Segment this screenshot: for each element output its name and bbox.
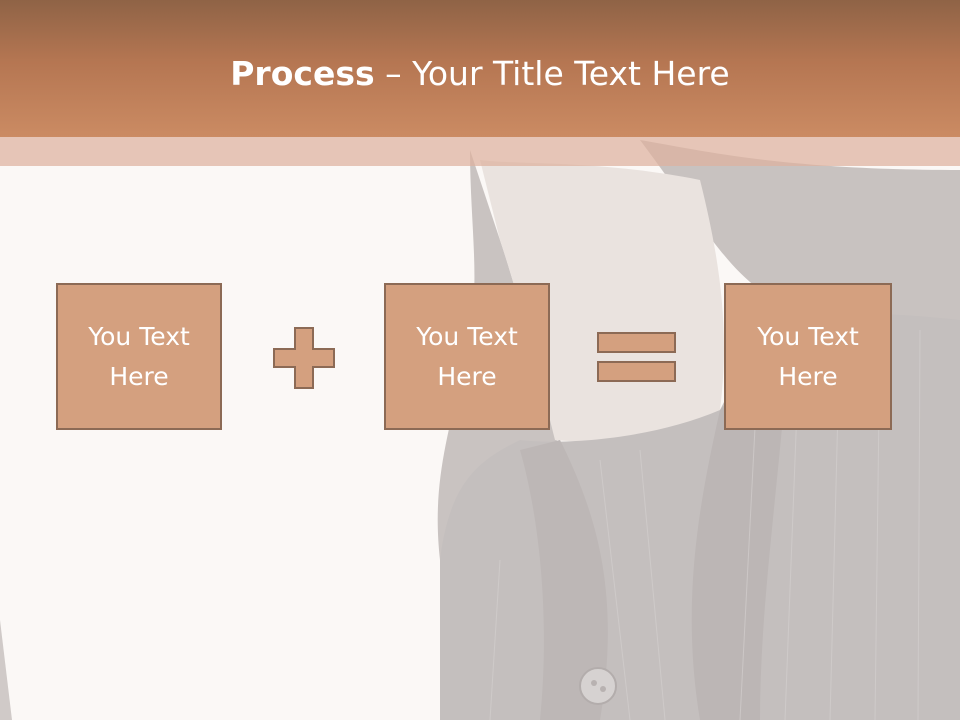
process-box-3-line1: You Text [757,321,859,351]
title-bar [0,0,960,137]
title-accent-strip [0,137,960,166]
process-box-2-line2: Here [437,361,497,391]
slide-title-rest: – Your Title Text Here [374,54,730,93]
equals-icon [597,332,676,382]
process-box-3-line2: Here [778,361,838,391]
process-box-1-line2: Here [109,361,169,391]
slide-title: Process – Your Title Text Here [0,52,960,96]
process-box-1-line1: You Text [88,321,190,351]
slide-title-bold: Process [230,54,375,93]
plus-icon [273,327,335,389]
process-box-2-line1: You Text [416,321,518,351]
